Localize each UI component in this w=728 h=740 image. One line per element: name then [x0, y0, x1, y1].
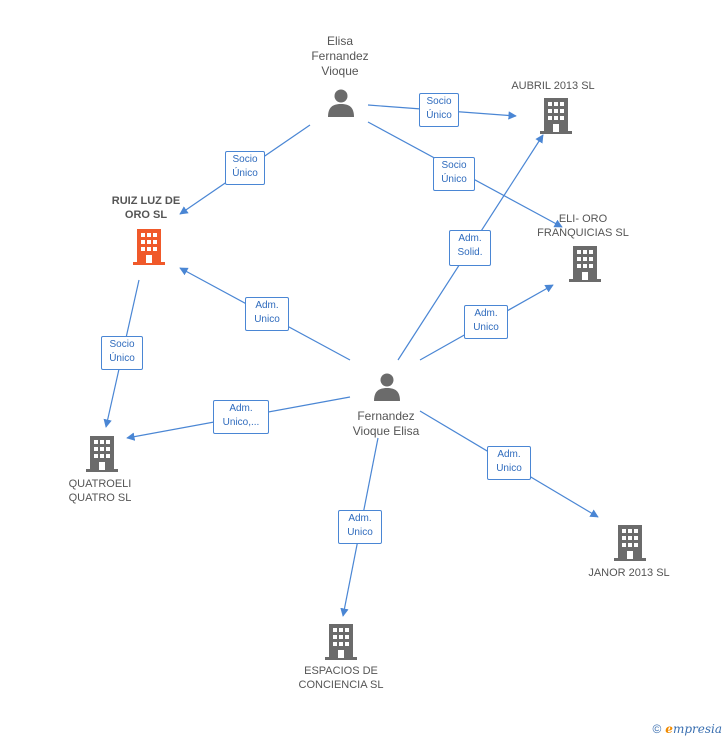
- relation-label-fernandez-ruiz[interactable]: Adm. Unico: [245, 297, 289, 331]
- relation-label-ruiz-quatroeli[interactable]: Socio Único: [101, 336, 143, 370]
- person-icon[interactable]: [326, 88, 356, 118]
- relation-label-elisa-ruiz[interactable]: Socio Único: [225, 151, 265, 185]
- footer-brand: © empresia: [652, 722, 722, 736]
- relation-label-fernandez-quatroeli[interactable]: Adm. Unico,...: [213, 400, 269, 434]
- person-name-fernandez[interactable]: Fernandez Vioque Elisa: [352, 409, 420, 438]
- company-name-janor[interactable]: JANOR 2013 SL: [588, 567, 670, 579]
- building-icon[interactable]: [133, 229, 165, 265]
- relation-label-fernandez-espacios[interactable]: Adm. Unico: [338, 510, 382, 544]
- company-name-quatroeli[interactable]: QUATROELI QUATRO SL: [68, 478, 132, 504]
- building-icon[interactable]: [86, 436, 118, 472]
- relation-label-fernandez-janor[interactable]: Adm. Unico: [487, 446, 531, 480]
- copyright-icon: ©: [652, 722, 662, 736]
- relation-label-elisa-elioro[interactable]: Socio Único: [433, 157, 475, 191]
- building-icon[interactable]: [569, 246, 601, 282]
- person-name-elisa[interactable]: Elisa Fernandez Vioque: [311, 34, 369, 78]
- relation-label-fernandez-aubril[interactable]: Adm. Solid.: [449, 230, 491, 266]
- company-name-ruiz-luz-de-oro[interactable]: RUIZ LUZ DE ORO SL: [111, 195, 181, 221]
- building-icon[interactable]: [325, 624, 357, 660]
- company-name-aubril[interactable]: AUBRIL 2013 SL: [511, 80, 595, 92]
- building-icon[interactable]: [614, 525, 646, 561]
- building-icon[interactable]: [540, 98, 572, 134]
- relation-label-fernandez-elioro[interactable]: Adm. Unico: [464, 305, 508, 339]
- company-name-espacios[interactable]: ESPACIOS DE CONCIENCIA SL: [298, 665, 384, 691]
- person-icon[interactable]: [372, 372, 402, 402]
- brand-logo[interactable]: empresia: [665, 722, 722, 736]
- relation-label-elisa-aubril[interactable]: Socio Único: [419, 93, 459, 127]
- company-name-eli-oro[interactable]: ELI- ORO FRANQUICIAS SL: [537, 213, 629, 239]
